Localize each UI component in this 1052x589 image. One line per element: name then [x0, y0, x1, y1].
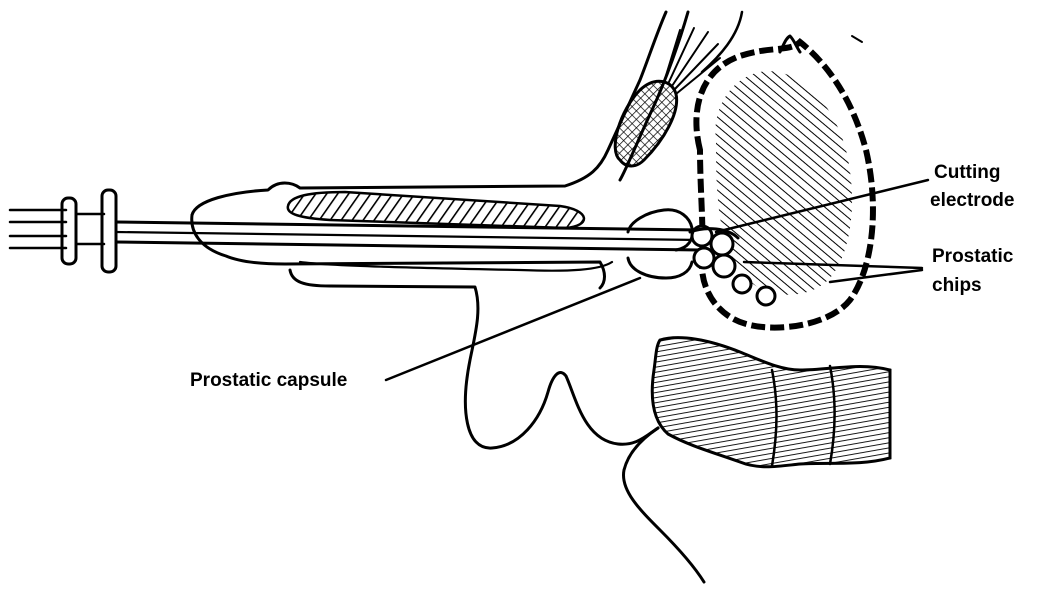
prostatic-chip: [757, 287, 775, 305]
rectum: [623, 338, 890, 582]
prostatic-chip: [713, 255, 735, 277]
label-prostatic-chips-line1: Prostatic: [932, 246, 1014, 267]
label-cutting-electrode-line2: electrode: [930, 190, 1014, 211]
prostatic-chip: [694, 248, 714, 268]
label-prostatic-capsule: Prostatic capsule: [190, 370, 347, 391]
prostatic-chip: [733, 275, 751, 293]
leader-prostatic-capsule: [386, 278, 640, 380]
label-cutting-electrode-line1: Cutting: [934, 162, 1000, 183]
resectoscope-handle: [10, 190, 116, 272]
prostatic-chip: [711, 233, 733, 255]
bladder: [696, 36, 873, 328]
label-prostatic-chips-line2: chips: [932, 275, 982, 296]
